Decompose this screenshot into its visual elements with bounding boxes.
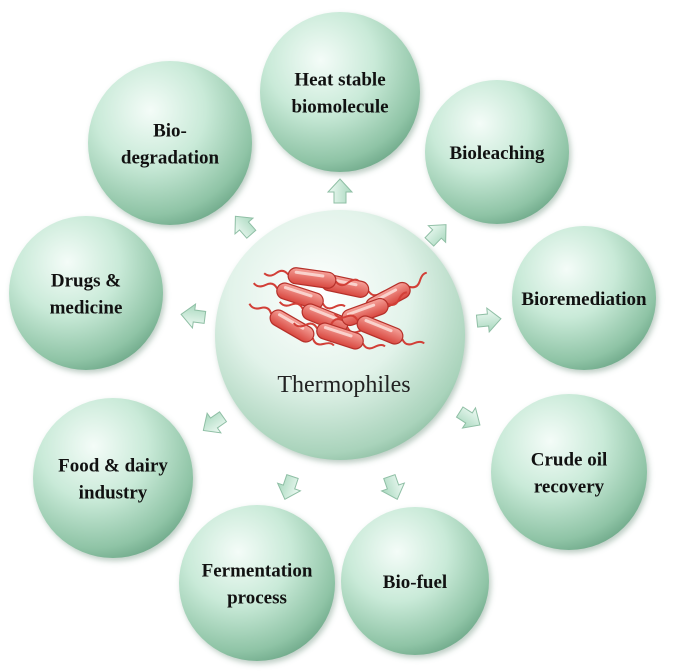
arrow-icon — [276, 474, 302, 501]
node-label: biomolecule — [291, 97, 388, 118]
arrow-icon — [326, 178, 354, 204]
node-label: Drugs & — [51, 271, 121, 292]
node-label: Crude oil — [531, 450, 608, 471]
node-circle — [88, 61, 252, 225]
node-biodegradation: Bio-degradation — [88, 61, 252, 225]
node-label: degradation — [121, 148, 220, 169]
bacterium-icon — [263, 267, 359, 289]
node-circle — [491, 394, 647, 550]
node-label: recovery — [534, 477, 605, 498]
arrow-icon — [234, 215, 257, 239]
node-heat-stable: Heat stable biomolecule — [260, 12, 420, 172]
node-circle — [341, 507, 489, 655]
node-circle — [425, 80, 569, 224]
node-crude-oil: Crude oil recovery — [491, 394, 647, 550]
arrows-layer — [180, 178, 502, 501]
arrow-icon — [380, 474, 406, 500]
node-label: process — [227, 588, 287, 609]
node-label: Bioleaching — [449, 143, 545, 164]
node-label: Fermentation — [202, 561, 313, 582]
node-label: Bio-fuel — [383, 572, 447, 593]
node-circle — [260, 12, 420, 172]
node-label: Bioremediation — [521, 289, 647, 310]
node-food-dairy: Food & dairy industry — [33, 398, 193, 558]
node-drugs: Drugs & medicine — [9, 216, 163, 370]
arrow-icon — [180, 303, 207, 330]
bacteria-icon — [248, 267, 427, 350]
bacterium-icon — [333, 313, 425, 346]
node-label: Bio- — [153, 121, 187, 142]
node-circle — [9, 216, 163, 370]
node-bioleaching: Bioleaching — [425, 80, 569, 224]
node-label: Food & dairy — [58, 456, 168, 477]
node-circle — [33, 398, 193, 558]
node-label: Heat stable — [294, 70, 385, 91]
arrow-icon — [202, 411, 228, 434]
node-bio-fuel: Bio-fuel — [341, 507, 489, 655]
node-label: medicine — [50, 298, 123, 319]
arrow-icon — [475, 306, 502, 334]
arrow-icon — [424, 224, 447, 247]
node-label: industry — [79, 483, 148, 504]
arrow-icon — [455, 406, 481, 429]
center-node: Thermophiles — [215, 210, 465, 460]
center-label: Thermophiles — [277, 372, 410, 398]
node-bioremediation: Bioremediation — [512, 226, 656, 370]
bacterium-icon — [292, 322, 386, 350]
bubbles-layer: Heat stable biomoleculeBioleachingBioreme… — [9, 12, 656, 661]
node-fermentation: Fermentation process — [179, 505, 335, 661]
node-circle — [179, 505, 335, 661]
node-circle — [512, 226, 656, 370]
